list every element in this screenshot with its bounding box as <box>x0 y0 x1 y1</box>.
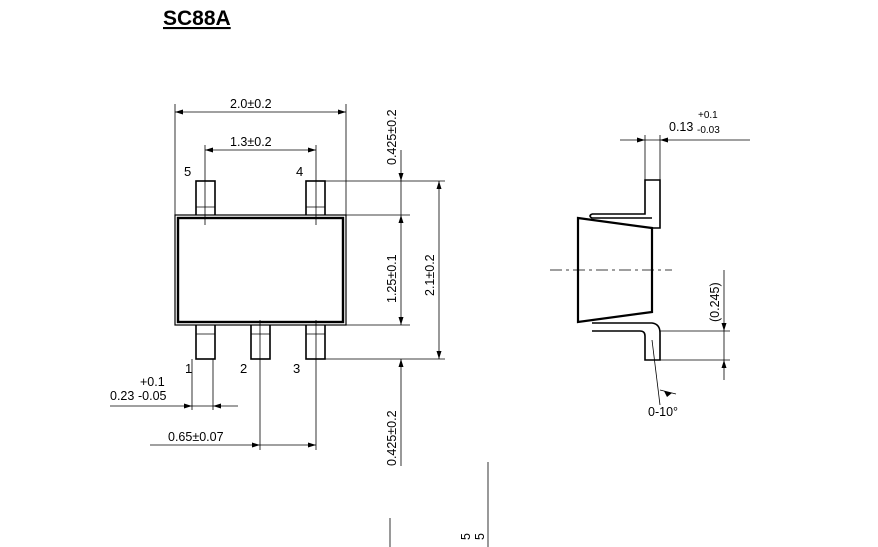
lead-4 <box>305 180 326 218</box>
lead-1 <box>195 323 216 360</box>
package-title: SC88A <box>163 7 231 30</box>
dim-thickness-minus: -0.03 <box>697 125 720 136</box>
pin-label-4: 4 <box>296 164 303 179</box>
dim-pitch: 0.65±0.07 <box>168 430 224 444</box>
dim-overall-height: 2.1±0.2 <box>423 254 437 296</box>
side-lead-upper <box>592 179 661 229</box>
package-body <box>174 214 347 326</box>
dim-lead-width-base: 0.23 <box>110 389 134 403</box>
lead-3 <box>305 323 326 360</box>
side-lead-lower <box>592 322 661 361</box>
dim-lead-bottom: 0.425±0.2 <box>385 410 399 466</box>
pin-label-1: 1 <box>185 361 192 376</box>
dim-pin-span: 1.3±0.2 <box>230 135 272 149</box>
cropped-mark-a: 5 <box>459 533 473 540</box>
dim-lead-width-plus: +0.1 <box>140 375 165 389</box>
pin-label-2: 2 <box>240 361 247 376</box>
pin-label-5: 5 <box>184 164 191 179</box>
cropped-fragment: 5 5 <box>389 462 489 547</box>
dim-body-width: 2.0±0.2 <box>230 97 272 111</box>
dim-standoff: (0.245) <box>708 282 722 322</box>
dim-thickness-base: 0.13 <box>669 120 693 134</box>
dim-angle: 0-10° <box>648 405 678 419</box>
dim-lead-top: 0.425±0.2 <box>385 109 399 165</box>
cropped-mark-b: 5 <box>473 533 487 540</box>
dim-lead-width-minus: -0.05 <box>138 389 167 403</box>
top-view: 5 4 1 2 3 2.0±0.2 1.3±0.2 0.425±0.2 <box>110 97 445 466</box>
lead-5 <box>195 180 216 218</box>
lead-2 <box>250 323 271 360</box>
package-body-inner <box>176 216 345 324</box>
dim-body-height: 1.25±0.1 <box>385 254 399 303</box>
side-view: +0.1 0.13 -0.03 (0.245) 0-10° <box>550 110 750 419</box>
pin-label-3: 3 <box>293 361 300 376</box>
dim-thickness-plus: +0.1 <box>698 110 718 121</box>
